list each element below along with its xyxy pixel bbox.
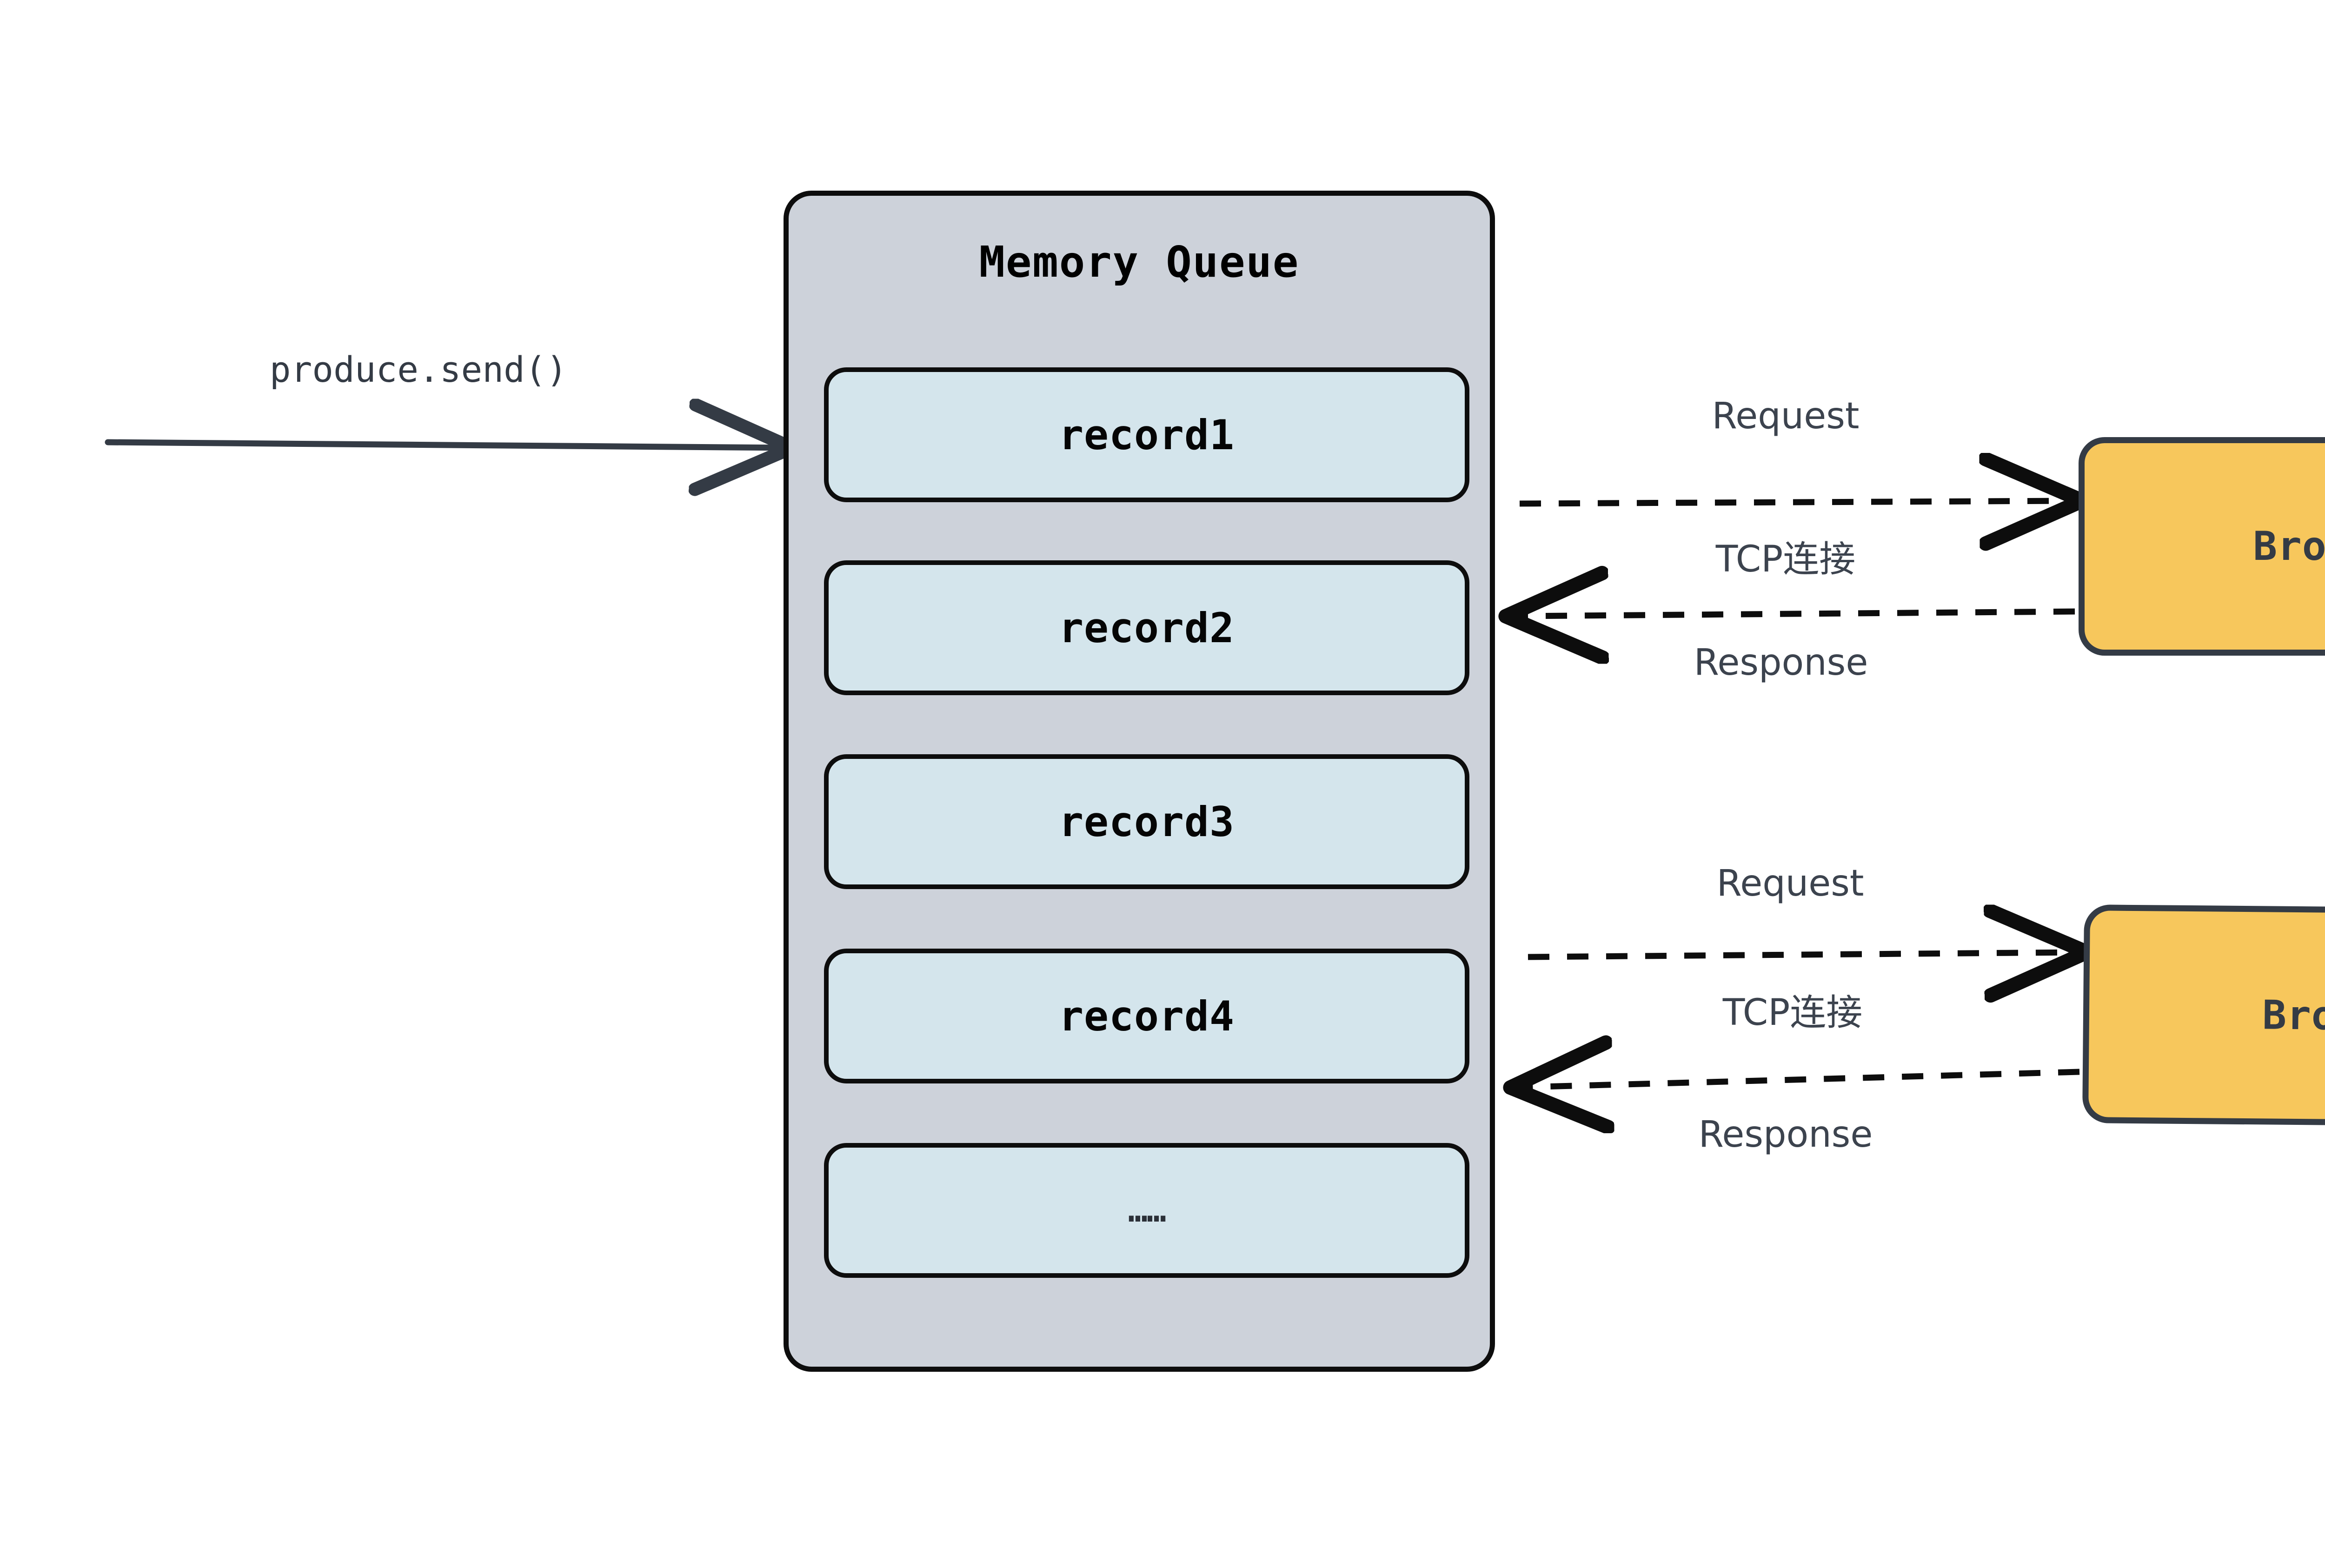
request-label-broker2: Request <box>1716 863 1864 904</box>
record-label: record3 <box>1059 797 1235 846</box>
record-label: …… <box>1128 1191 1166 1229</box>
broker-label: Broker1 <box>2253 523 2325 570</box>
tcp-label-broker1: TCP连接 <box>1715 538 1856 580</box>
request-arrow-broker1 <box>1519 501 2070 504</box>
record-label: record1 <box>1059 411 1235 459</box>
broker-node-1[interactable]: Broker1 <box>2079 437 2325 656</box>
produce-send-label: produce.send() <box>269 349 568 390</box>
record-item[interactable]: record4 <box>824 949 1469 1083</box>
broker-label: Broker2 <box>2262 992 2325 1040</box>
broker-node-2[interactable]: Broker2 <box>2082 904 2325 1128</box>
response-arrow-broker1 <box>1518 611 2075 616</box>
record-label: record2 <box>1059 604 1235 652</box>
response-label-broker2: Response <box>1698 1114 1873 1156</box>
record-item[interactable]: record3 <box>824 754 1469 889</box>
record-item[interactable]: record2 <box>824 560 1469 695</box>
record-item[interactable]: record1 <box>824 367 1469 502</box>
request-label-broker1: Request <box>1712 395 1860 437</box>
record-label: record4 <box>1059 992 1235 1040</box>
response-arrow-broker2 <box>1522 1072 2080 1087</box>
request-arrow-broker2 <box>1528 952 2075 957</box>
produce-send-arrow <box>105 442 786 448</box>
record-item[interactable]: …… <box>824 1143 1469 1278</box>
tcp-label-broker2: TCP连接 <box>1722 992 1863 1034</box>
response-label-broker1: Response <box>1694 642 1868 684</box>
memory-queue-title: Memory Queue <box>979 237 1300 287</box>
